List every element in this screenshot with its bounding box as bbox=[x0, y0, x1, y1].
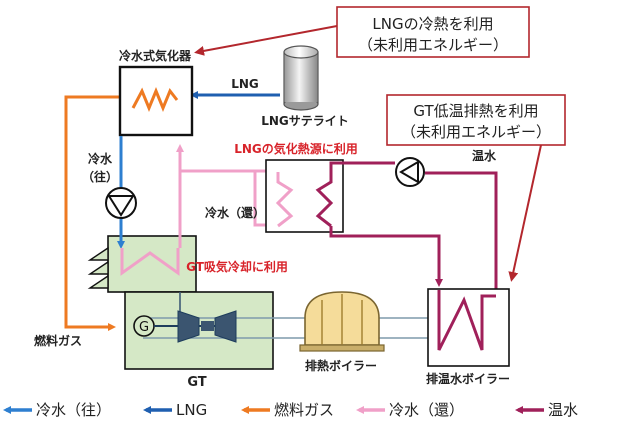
lng-line-label: LNG bbox=[231, 77, 259, 91]
gt-label: GT bbox=[187, 375, 206, 390]
hx-pink-coil bbox=[275, 172, 294, 228]
legend-label-chilled-out: 冷水（往） bbox=[36, 401, 111, 419]
callout-gt-exhaust-line2: （未利用エネルギー） bbox=[401, 123, 551, 141]
lng-heat-source-label: LNGの気化熱源に利用 bbox=[234, 141, 358, 156]
gt-intake-fins bbox=[87, 246, 109, 289]
legend-label-chilled-return: 冷水（還） bbox=[389, 401, 464, 419]
legend-label-hot-water: 温水 bbox=[548, 401, 578, 419]
hot-water-line-down bbox=[329, 226, 443, 287]
chilled-water-out-label: 冷水 bbox=[88, 151, 113, 166]
chilled-water-out-paren: （往） bbox=[82, 169, 118, 184]
legend-label-lng: LNG bbox=[176, 401, 207, 419]
hot-water-pump-icon bbox=[395, 157, 425, 187]
fuel-gas-line bbox=[64, 95, 120, 331]
legend-label-fuel-gas: 燃料ガス bbox=[274, 401, 334, 419]
hot-water-line-supply bbox=[425, 171, 498, 289]
hot-water-label: 温水 bbox=[472, 148, 497, 163]
callout-gt-exhaust-line1: GT低温排熱を利用 bbox=[413, 102, 538, 120]
hot-water-line-return bbox=[329, 161, 395, 172]
chilled-water-return-label: 冷水（還） bbox=[205, 205, 265, 220]
hx-hot-water-coil bbox=[315, 172, 334, 228]
combustor-icon bbox=[201, 321, 214, 331]
turbine-icon bbox=[214, 310, 237, 343]
vaporizer-coil bbox=[131, 87, 179, 112]
legend-item-hot-water: 温水 bbox=[515, 401, 578, 419]
fuel-gas-label: 燃料ガス bbox=[34, 333, 82, 348]
legend-item-chilled-out: 冷水（往） bbox=[3, 401, 111, 419]
exhaust-heat-boiler-label: 排熱ボイラー bbox=[305, 358, 377, 373]
generator-label: G bbox=[139, 320, 149, 335]
compressor-icon bbox=[177, 310, 200, 343]
hot-water-boiler-label: 排温水ボイラー bbox=[426, 371, 510, 386]
legend-item-lng: LNG bbox=[143, 401, 207, 419]
lng-satellite-tank-icon bbox=[283, 45, 319, 111]
boiler-hot-water-coil bbox=[437, 290, 496, 351]
callout-lng-cold-box bbox=[336, 6, 530, 58]
gt-intake-cooling-label: GT吸気冷却に利用 bbox=[186, 259, 288, 274]
callout-gt-exhaust-arrow bbox=[508, 144, 542, 282]
exhaust-hot-water-boiler bbox=[427, 288, 510, 367]
callout-lng-cold-line1: LNGの冷熱を利用 bbox=[372, 15, 493, 33]
chilled-water-pump-icon bbox=[105, 187, 137, 219]
legend: 冷水（往） LNG 燃料ガス 冷水（還） 温水 bbox=[3, 401, 578, 419]
vaporizer-label: 冷水式気化器 bbox=[119, 48, 192, 63]
exhaust-heat-boiler-icon bbox=[299, 291, 385, 352]
callout-lng-cold-line2: （未利用エネルギー） bbox=[358, 36, 508, 54]
intake-cooling-coil bbox=[120, 248, 180, 276]
legend-item-fuel-gas: 燃料ガス bbox=[241, 401, 334, 419]
legend-item-chilled-return: 冷水（還） bbox=[356, 401, 464, 419]
callout-lng-cold-arrow bbox=[194, 25, 338, 56]
lng-satellite-label: LNGサテライト bbox=[261, 114, 349, 128]
chilled-water-vaporizer bbox=[118, 65, 194, 137]
callout-gt-exhaust-box bbox=[386, 94, 566, 146]
